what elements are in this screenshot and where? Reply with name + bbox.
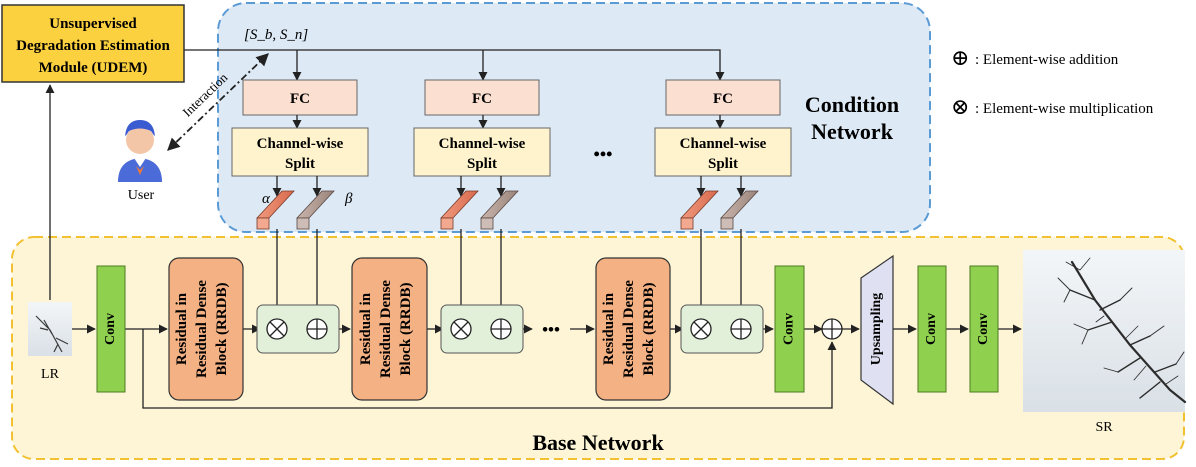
base-network-title: Base Network <box>532 430 664 455</box>
conv-block-1: Conv <box>96 265 126 393</box>
rrdb-line-2: Residual Dense <box>378 280 394 378</box>
conv-label: Conv <box>976 313 991 345</box>
rrdb-block-3: Residual in Residual Dense Block (RRDB) <box>595 257 671 401</box>
conv-block-4: Conv <box>969 265 999 393</box>
conv-block-3: Conv <box>917 265 947 393</box>
sr-image <box>1023 250 1187 412</box>
modulation-arrows <box>272 229 746 316</box>
fc-box <box>424 79 540 116</box>
condition-column-2: FC Channel-wise Split <box>413 79 551 230</box>
rrdb-line-3: Block (RRDB) <box>398 283 414 376</box>
fc-label: FC <box>713 91 733 107</box>
condition-column-3: FC Channel-wise Split <box>654 79 792 230</box>
addition-legend-text: : Element-wise addition <box>975 52 1119 68</box>
conv-label: Conv <box>103 313 118 345</box>
udem-line-3: Module (UDEM) <box>39 60 148 76</box>
condition-lines <box>184 49 725 81</box>
rrdb-line-2: Residual Dense <box>621 280 637 378</box>
condition-ellipsis: ••• <box>594 144 613 164</box>
conv-block-2: Conv <box>774 265 805 393</box>
interaction-arrow <box>167 53 269 151</box>
channel-split-box <box>413 127 551 177</box>
lr-label: LR <box>41 367 60 382</box>
condition-input-label: [S_b, S_n] <box>244 27 308 43</box>
split-line-2: Split <box>467 156 497 172</box>
fusion-box-2 <box>440 304 524 354</box>
rrdb-line-1: Residual in <box>358 292 374 365</box>
rrdb-line-1: Residual in <box>174 292 190 365</box>
fc-label: FC <box>472 91 492 107</box>
fusion-box-3 <box>680 304 764 354</box>
global-add-icon <box>821 318 843 340</box>
rrdb-line-3: Block (RRDB) <box>214 283 230 376</box>
split-line-2: Split <box>285 156 315 172</box>
rrdb-block-2: Residual in Residual Dense Block (RRDB) <box>351 257 428 401</box>
legend: ⊕ : Element-wise addition ⊗ : Element-wi… <box>951 45 1154 119</box>
split-line-1: Channel-wise <box>680 136 767 152</box>
fc-label: FC <box>290 91 310 107</box>
udem-box: Unsupervised Degradation Estimation Modu… <box>1 4 185 83</box>
split-line-1: Channel-wise <box>257 136 344 152</box>
upsampling-label: Upsampling <box>869 293 884 365</box>
addition-symbol: ⊕ <box>951 45 969 70</box>
conv-label: Conv <box>924 313 939 345</box>
rrdb-line-3: Block (RRDB) <box>641 283 657 376</box>
fc-box <box>242 79 358 116</box>
condition-network-title-2: Network <box>811 119 894 144</box>
multiplication-symbol: ⊗ <box>951 94 969 119</box>
channel-split-box <box>231 127 369 177</box>
condition-network-title-1: Condition <box>805 92 899 117</box>
user-label: User <box>128 188 155 203</box>
base-ellipsis: ••• <box>542 320 560 339</box>
conv-label: Conv <box>782 313 797 345</box>
condition-column-1: FC Channel-wise Split α β <box>231 79 369 230</box>
rrdb-line-2: Residual Dense <box>194 280 210 378</box>
udem-line-1: Unsupervised <box>49 16 137 32</box>
split-line-1: Channel-wise <box>439 136 526 152</box>
split-line-2: Split <box>708 156 738 172</box>
multiplication-legend-text: : Element-wise multiplication <box>975 101 1154 117</box>
lr-image <box>28 302 72 356</box>
upsampling-block: Upsampling <box>860 254 894 406</box>
rrdb-line-1: Residual in <box>601 292 617 365</box>
beta-label: β <box>344 191 353 207</box>
sr-label: SR <box>1095 420 1113 435</box>
fc-box <box>665 79 781 116</box>
udem-line-2: Degradation Estimation <box>16 38 170 54</box>
rrdb-block-1: Residual in Residual Dense Block (RRDB) <box>168 257 244 401</box>
fusion-box-1 <box>256 304 340 354</box>
user-icon <box>118 120 162 182</box>
alpha-label: α <box>262 191 271 207</box>
channel-split-box <box>654 127 792 177</box>
